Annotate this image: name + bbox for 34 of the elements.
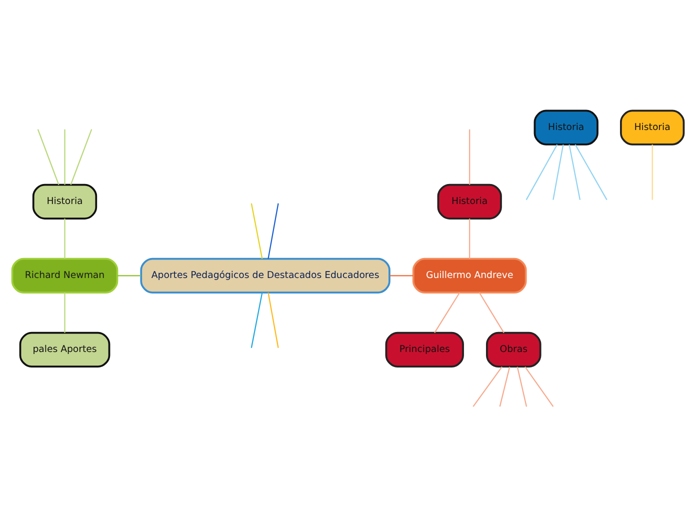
- node-box: pales Aportes: [19, 331, 110, 368]
- node-box: Historia: [437, 183, 502, 219]
- connector: [268, 202, 279, 258]
- node-box: Historia: [534, 109, 598, 145]
- connector: [64, 292, 66, 332]
- connector: [472, 366, 502, 406]
- node-box: Historia: [32, 183, 98, 219]
- node-box: Historia: [620, 109, 685, 145]
- connector: [469, 128, 470, 184]
- connector: [268, 292, 279, 348]
- connector: [37, 128, 60, 184]
- connector: [568, 144, 581, 200]
- node-box: Principales: [385, 331, 464, 368]
- connector: [524, 366, 554, 406]
- connector: [552, 144, 564, 200]
- connector: [70, 128, 92, 184]
- connector: [516, 366, 528, 406]
- connector: [64, 128, 66, 184]
- connector: [250, 202, 263, 258]
- node-box: Aportes Pedagógicos de Destacados Educadores: [140, 257, 390, 293]
- connector: [117, 274, 141, 276]
- connector: [469, 218, 470, 258]
- node-box: Obras: [486, 331, 542, 368]
- connector: [526, 144, 558, 200]
- connector: [250, 292, 263, 348]
- connector: [499, 366, 510, 406]
- connector: [434, 292, 460, 333]
- connector: [64, 218, 66, 258]
- connector: [652, 144, 653, 200]
- node-box: Guillermo Andreve: [412, 257, 527, 293]
- connector: [574, 144, 608, 200]
- node-box: Richard Newman: [11, 257, 118, 293]
- connector: [478, 292, 504, 333]
- connector: [390, 274, 414, 276]
